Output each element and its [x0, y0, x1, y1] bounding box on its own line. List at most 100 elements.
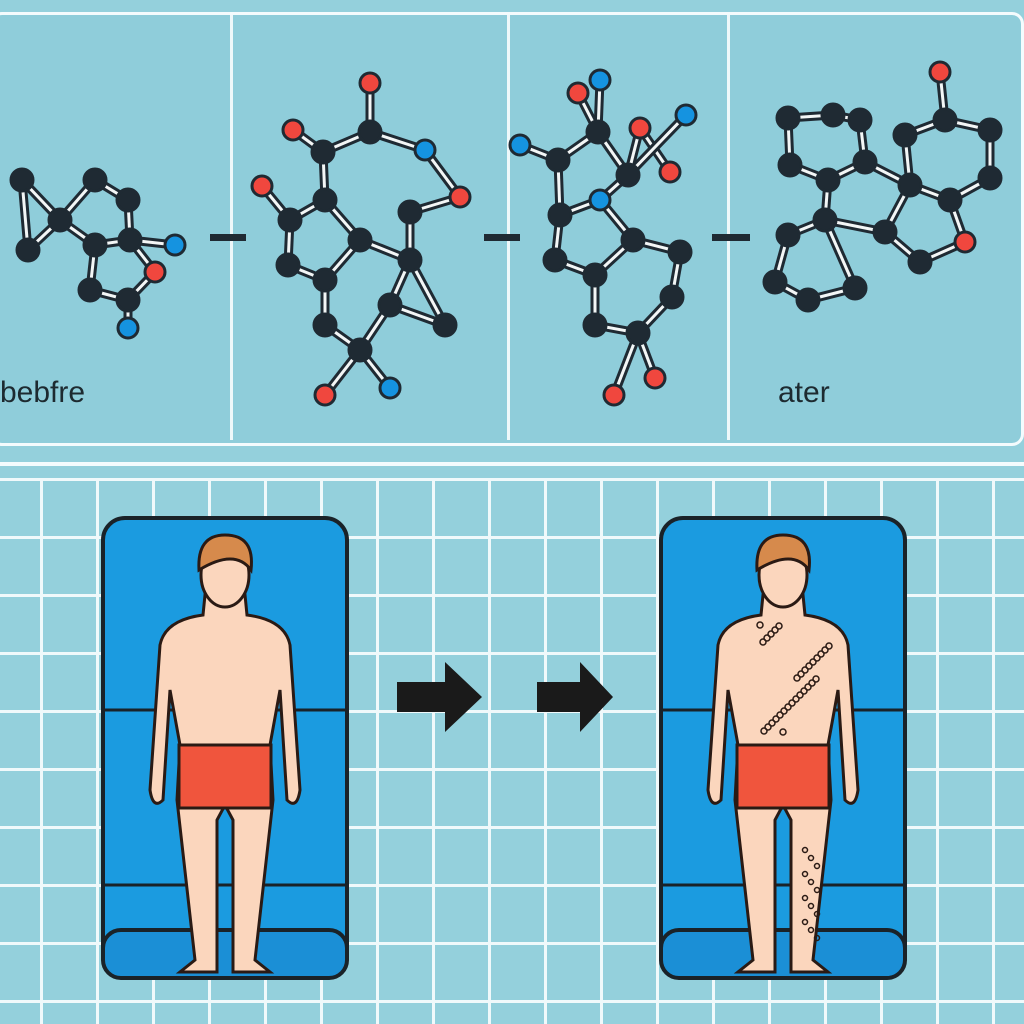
skin-spot — [813, 886, 821, 894]
atom — [508, 133, 532, 157]
molecule-1 — [9, 167, 187, 340]
atom — [163, 233, 187, 257]
panel-divider — [727, 15, 730, 440]
atom — [775, 105, 801, 131]
atom — [312, 187, 338, 213]
atom — [47, 207, 73, 233]
atom — [377, 292, 403, 318]
atom — [892, 122, 918, 148]
atom — [378, 376, 402, 400]
atom — [815, 167, 841, 193]
atom — [312, 312, 338, 338]
skin-spot — [801, 918, 809, 926]
skin-spot — [768, 719, 776, 727]
atom — [977, 165, 1003, 191]
skin-spot — [796, 691, 804, 699]
molecules — [9, 60, 1003, 407]
atom — [115, 187, 141, 213]
skin-spot — [779, 728, 787, 736]
atom — [762, 269, 788, 295]
atom — [281, 118, 305, 142]
atom — [847, 107, 873, 133]
skin-spot — [797, 670, 805, 678]
skin-spot — [809, 658, 817, 666]
atom — [820, 102, 846, 128]
atom — [310, 139, 336, 165]
hair — [755, 533, 811, 574]
shorts — [177, 743, 273, 810]
skin-spot — [763, 634, 771, 642]
atom — [977, 117, 1003, 143]
molecule-2 — [250, 71, 472, 407]
atom — [397, 247, 423, 273]
bond — [626, 113, 688, 177]
skin-spot — [771, 626, 779, 634]
atom — [628, 116, 652, 140]
atom — [547, 202, 573, 228]
atom — [312, 267, 338, 293]
skin-spot — [793, 674, 801, 682]
hair — [197, 533, 253, 574]
atom — [928, 60, 952, 84]
atom — [143, 260, 167, 284]
atom — [812, 207, 838, 233]
atom — [250, 174, 274, 198]
atom — [77, 277, 103, 303]
atom — [775, 222, 801, 248]
atom — [277, 207, 303, 233]
atom — [588, 68, 612, 92]
skin-spot — [767, 630, 775, 638]
atom — [620, 227, 646, 253]
arrow-right-icon — [397, 662, 482, 732]
atom — [588, 188, 612, 212]
skin-spot — [801, 666, 809, 674]
section-divider — [0, 462, 1024, 466]
atom — [937, 187, 963, 213]
skin-spot — [808, 679, 816, 687]
skin-spot — [807, 926, 815, 934]
skin-spot — [772, 715, 780, 723]
atom — [313, 383, 337, 407]
atom — [115, 287, 141, 313]
arrow-right-icon — [537, 662, 613, 732]
skin-spot — [825, 642, 833, 650]
skin-spot — [780, 707, 788, 715]
atom — [582, 312, 608, 338]
atom — [397, 199, 423, 225]
atom — [602, 383, 626, 407]
skin-spot — [817, 650, 825, 658]
atom — [658, 160, 682, 184]
skin-spot — [801, 894, 809, 902]
atom — [413, 138, 437, 162]
dash — [712, 234, 750, 241]
atom — [795, 287, 821, 313]
skin-spot — [813, 862, 821, 870]
atom — [347, 227, 373, 253]
molecule-4 — [762, 60, 1003, 313]
shorts — [735, 743, 831, 810]
atom — [275, 252, 301, 278]
skin-spot — [807, 902, 815, 910]
atom — [545, 147, 571, 173]
atom — [448, 185, 472, 209]
atom — [643, 366, 667, 390]
figure-after — [706, 533, 860, 974]
atom — [932, 107, 958, 133]
skin-spot — [807, 878, 815, 886]
skin-spot — [801, 870, 809, 878]
atom — [82, 232, 108, 258]
panel-divider — [230, 15, 233, 440]
skin-spot — [813, 934, 821, 942]
atom — [667, 239, 693, 265]
atom — [116, 316, 140, 340]
atom — [542, 247, 568, 273]
molecule-3 — [508, 68, 698, 407]
atom — [777, 152, 803, 178]
skin-spot — [775, 622, 783, 630]
skin-spot — [776, 711, 784, 719]
dash — [210, 234, 246, 241]
atom — [15, 237, 41, 263]
skin-spot — [804, 683, 812, 691]
atom — [432, 312, 458, 338]
